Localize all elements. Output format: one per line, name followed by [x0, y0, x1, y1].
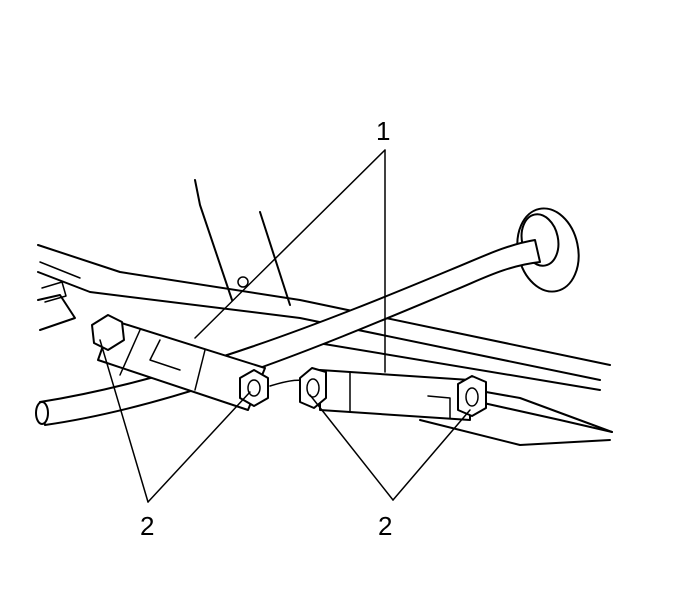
callout-2-left-label: 2 — [140, 511, 154, 541]
callout-1-label: 1 — [376, 116, 390, 146]
fuel-filter-right — [269, 367, 613, 433]
leader-lines-2-left — [99, 339, 251, 503]
leader-lines-2-right — [309, 394, 471, 501]
leader-lines-1 — [194, 149, 386, 373]
callout-2-right-label: 2 — [378, 511, 392, 541]
